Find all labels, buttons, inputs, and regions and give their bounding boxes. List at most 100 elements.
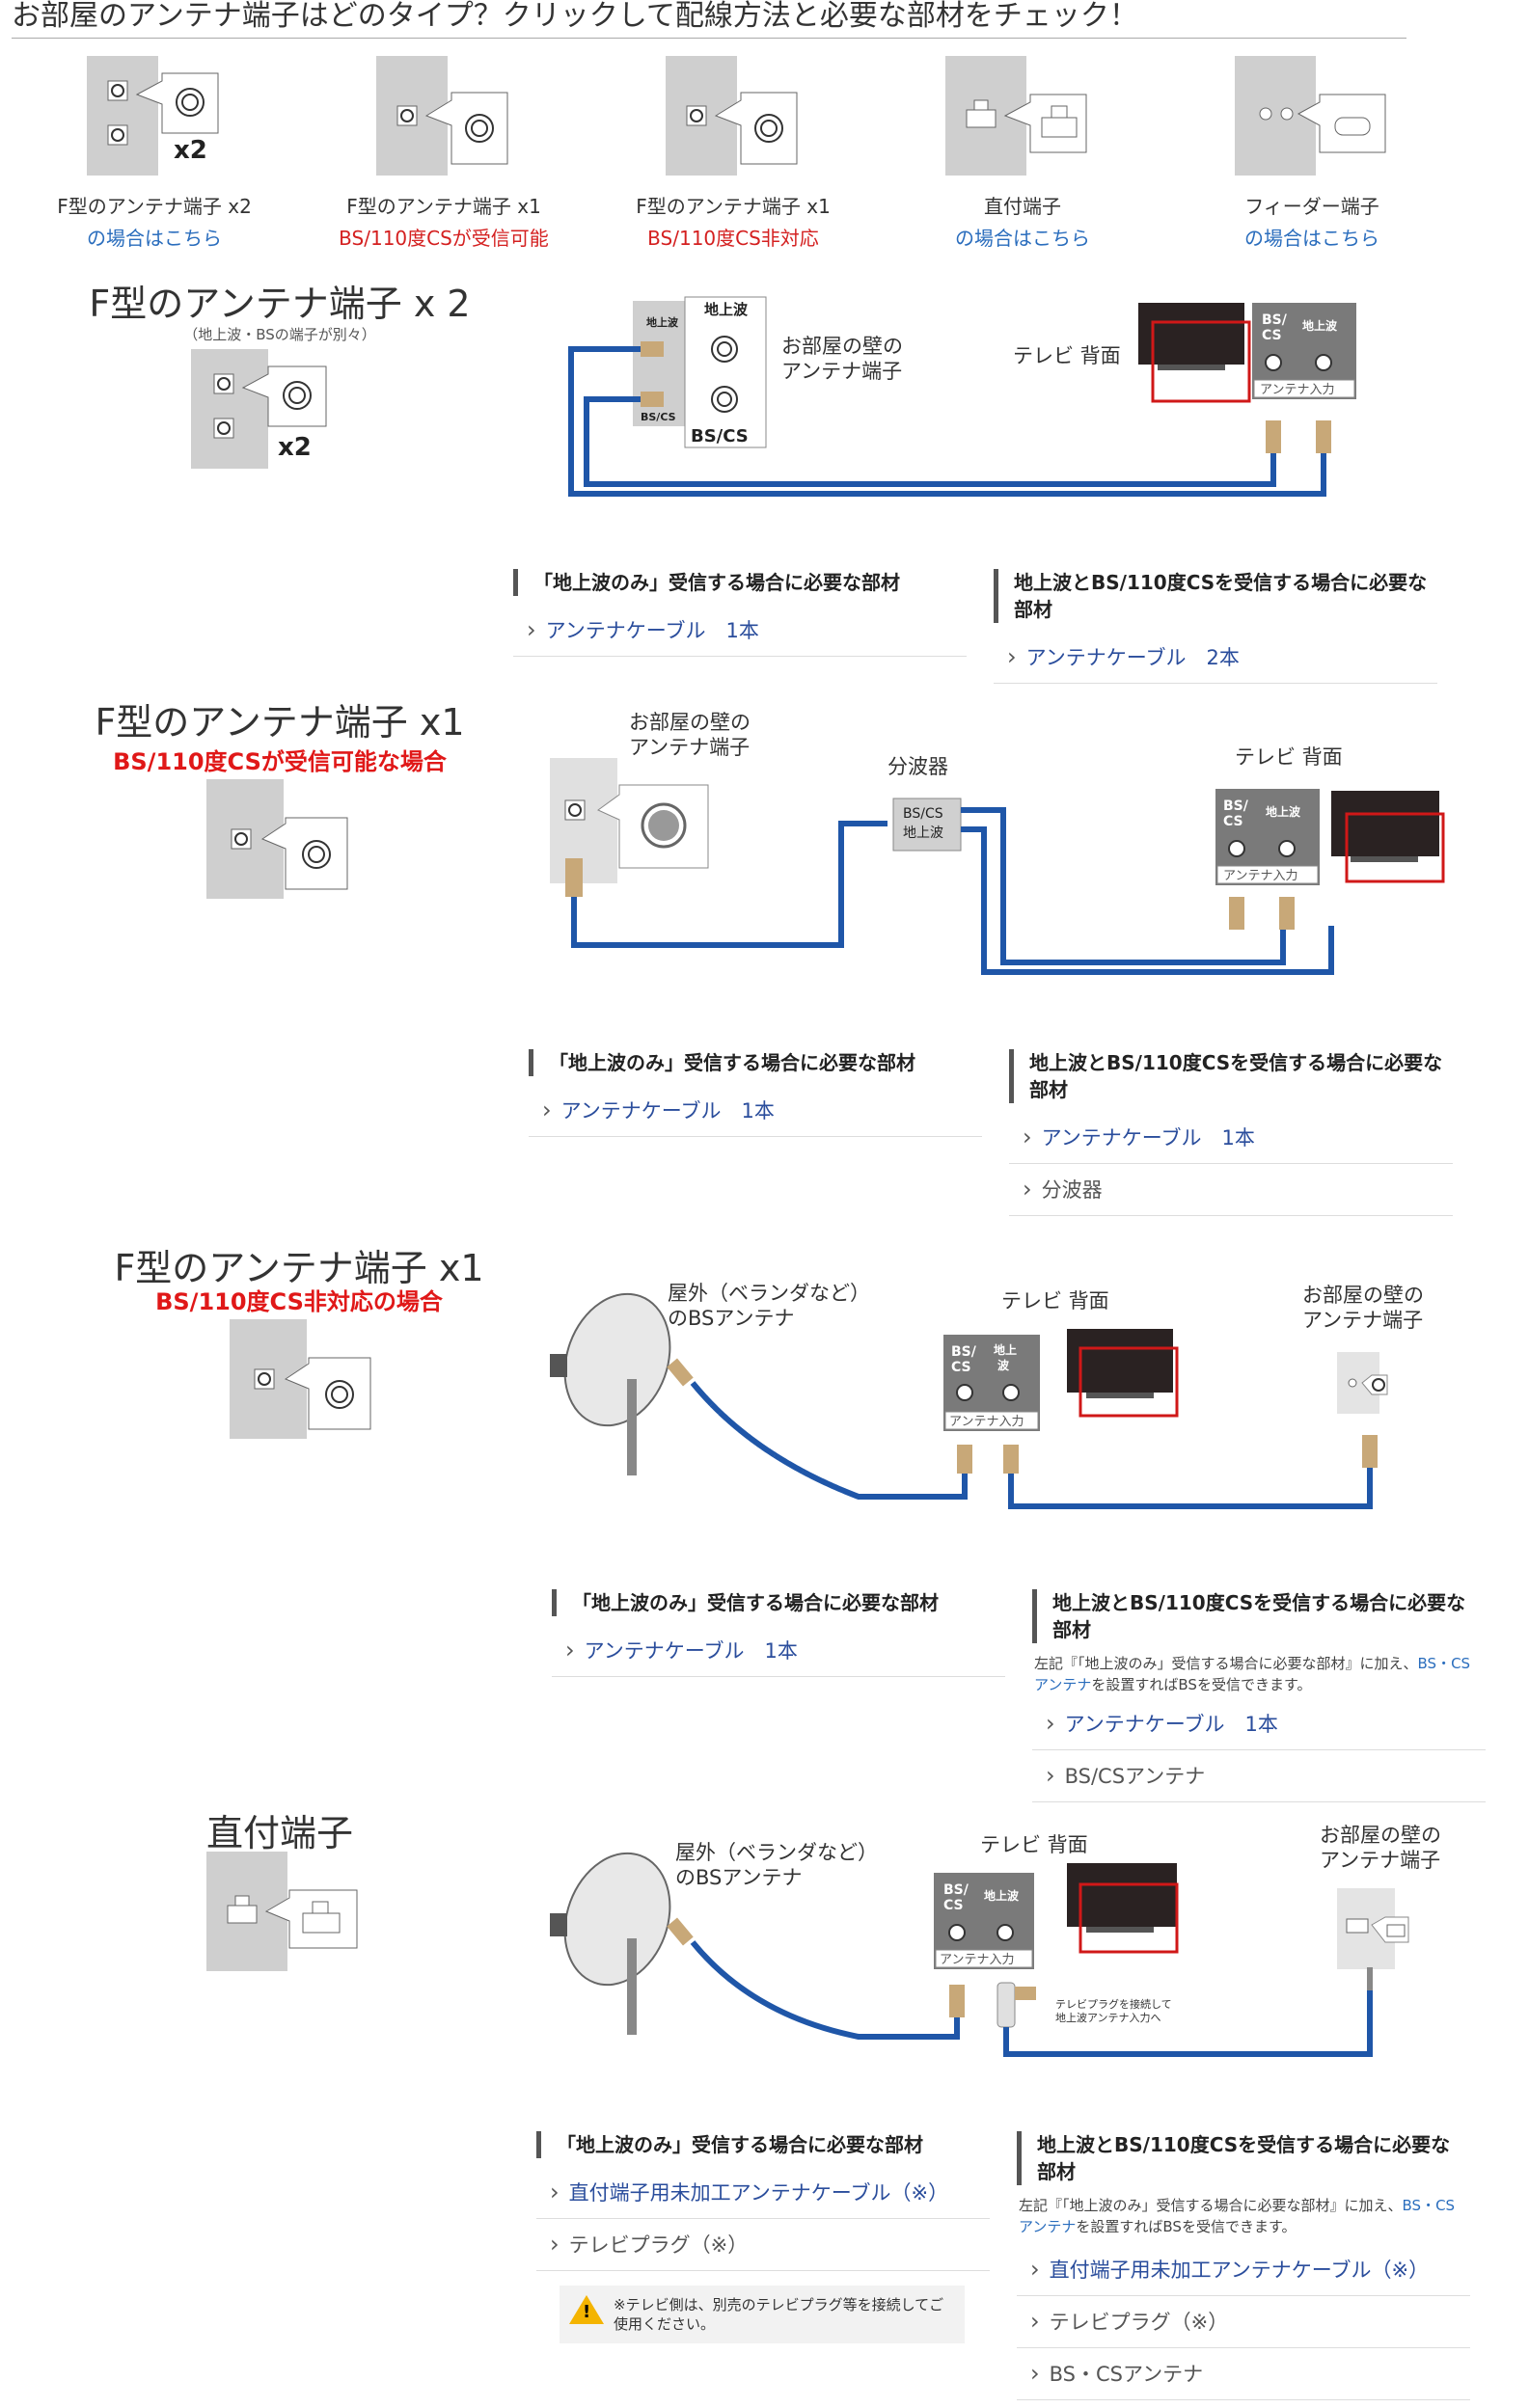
- part-link[interactable]: アンテナケーブル 1本: [552, 1628, 1005, 1677]
- part-link[interactable]: アンテナケーブル 1本: [529, 1088, 982, 1137]
- svg-text:分波器: 分波器: [887, 755, 948, 778]
- section4-right-note: 左記『「地上波のみ」受信する場合に必要な部材』に加え、BS・CSアンテナを設置す…: [1019, 2197, 1456, 2235]
- svg-text:アンテナ端子: アンテナ端子: [1302, 1309, 1423, 1332]
- svg-text:お部屋の壁の: お部屋の壁の: [1302, 1284, 1424, 1307]
- tile-label: フィーダー端子: [1244, 195, 1379, 218]
- svg-text:アンテナ入力: アンテナ入力: [949, 1415, 1024, 1429]
- part-link[interactable]: 直付端子用未加工アンテナケーブル（※）: [536, 2170, 990, 2219]
- warning-icon: !: [569, 2295, 604, 2324]
- svg-text:BS/: BS/: [943, 1882, 969, 1898]
- section3-title: F型のアンテナ端子 x1: [114, 1247, 484, 1289]
- section3-right-heading: 地上波とBS/110度CSを受信する場合に必要な部材: [1032, 1589, 1476, 1643]
- part-link[interactable]: アンテナケーブル 1本: [1032, 1701, 1486, 1750]
- part-link[interactable]: アンテナケーブル 1本: [513, 608, 967, 657]
- svg-text:アンテナ端子: アンテナ端子: [629, 736, 750, 759]
- svg-text:地上波: 地上波: [903, 825, 943, 841]
- section2-wiring-diagram: お部屋の壁の アンテナ端子 分波器 BS/CS 地上波 テレビ 背面 BS/ C…: [550, 711, 1445, 975]
- svg-text:お部屋の壁の: お部屋の壁の: [629, 711, 751, 734]
- section1-left-heading: 「地上波のみ」受信する場合に必要な部材: [513, 569, 967, 596]
- svg-text:アンテナ端子: アンテナ端子: [781, 360, 902, 383]
- svg-text:BS/: BS/: [951, 1344, 977, 1360]
- svg-text:x2: x2: [174, 136, 207, 165]
- svg-text:BS/CS: BS/CS: [641, 411, 676, 423]
- bs-cs-antenna-link[interactable]: BS・CSアンテナ: [1019, 2197, 1456, 2235]
- svg-text:アンテナ入力: アンテナ入力: [1260, 383, 1334, 397]
- section3-left-heading: 「地上波のみ」受信する場合に必要な部材: [552, 1589, 1005, 1616]
- section2-left-heading: 「地上波のみ」受信する場合に必要な部材: [529, 1049, 982, 1076]
- section1-right-heading: 地上波とBS/110度CSを受信する場合に必要な部材: [994, 569, 1437, 623]
- svg-text:屋外（ベランダなど）: 屋外（ベランダなど）: [675, 1841, 878, 1864]
- svg-text:CS: CS: [1262, 328, 1282, 343]
- svg-text:BS/: BS/: [1223, 798, 1249, 814]
- f-type-x1-icon: [376, 56, 508, 176]
- section4-title: 直付端子: [205, 1812, 353, 1854]
- svg-text:CS: CS: [943, 1898, 964, 1913]
- f-type-x1-icon: [230, 1319, 371, 1439]
- tile-feeder[interactable]: フィーダー端子 の場合はこちら: [1206, 56, 1418, 251]
- direct-terminal-icon: [945, 56, 1087, 176]
- svg-text:テレビ 背面: テレビ 背面: [1013, 344, 1121, 367]
- tile-f-type-x1-nobs[interactable]: F型のアンテナ端子 x1 BS/110度CS非対応: [627, 56, 839, 251]
- section3-subtitle: BS/110度CS非対応の場合: [155, 1288, 443, 1315]
- part-item: テレビプラグ（※）: [1017, 2299, 1470, 2348]
- svg-text:波: 波: [997, 1358, 1010, 1372]
- tile-label: F型のアンテナ端子 x1: [346, 195, 541, 218]
- tile-label: F型のアンテナ端子 x1: [636, 195, 831, 218]
- page-title: お部屋のアンテナ端子はどのタイプ？クリックして配線方法と必要な部材をチェック！: [12, 0, 1406, 39]
- tile-f-type-x2[interactable]: x2 F型のアンテナ端子 x2 の場合はこちら: [48, 56, 260, 251]
- svg-text:お部屋の壁の: お部屋の壁の: [781, 335, 903, 358]
- section4-right-heading: 地上波とBS/110度CSを受信する場合に必要な部材: [1017, 2131, 1461, 2185]
- direct-terminal-icon: [206, 1852, 358, 1971]
- bs-cs-antenna-link[interactable]: BS・CSアンテナ: [1034, 1655, 1471, 1693]
- svg-text:のBSアンテナ: のBSアンテナ: [668, 1307, 795, 1330]
- svg-text:地上: 地上: [994, 1342, 1017, 1357]
- svg-text:x2: x2: [278, 433, 312, 462]
- svg-text:お部屋の壁の: お部屋の壁の: [1320, 1824, 1441, 1847]
- part-item: テレビプラグ（※）: [536, 2222, 990, 2271]
- svg-text:アンテナ入力: アンテナ入力: [1223, 869, 1297, 883]
- svg-text:地上波アンテナ入力へ: 地上波アンテナ入力へ: [1055, 2012, 1161, 2024]
- svg-text:地上波: 地上波: [1302, 318, 1338, 333]
- svg-text:のBSアンテナ: のBSアンテナ: [675, 1866, 803, 1889]
- tile-f-type-x1-bs[interactable]: F型のアンテナ端子 x1 BS/110度CSが受信可能: [338, 56, 550, 251]
- part-link[interactable]: アンテナケーブル 1本: [1009, 1115, 1453, 1164]
- tile-direct[interactable]: 直付端子 の場合はこちら: [916, 56, 1129, 251]
- svg-text:テレビ 背面: テレビ 背面: [1235, 745, 1343, 769]
- svg-text:テレビ 背面: テレビ 背面: [980, 1833, 1088, 1856]
- part-item: 分波器: [1009, 1167, 1453, 1216]
- svg-text:屋外（ベランダなど）: 屋外（ベランダなど）: [668, 1282, 870, 1305]
- svg-text:地上波: 地上波: [1266, 804, 1301, 819]
- f-type-x2-icon: x2: [87, 56, 219, 176]
- svg-text:BS/CS: BS/CS: [903, 806, 943, 822]
- f-type-x1-icon: [666, 56, 798, 176]
- svg-text:CS: CS: [1223, 814, 1243, 829]
- f-type-x1-icon: [206, 779, 348, 899]
- tile-sub[interactable]: の場合はこちら: [1244, 227, 1379, 250]
- tile-label: 直付端子: [984, 195, 1061, 218]
- section3-right-note: 左記『「地上波のみ」受信する場合に必要な部材』に加え、BS・CSアンテナを設置す…: [1034, 1655, 1471, 1693]
- section1-note: （地上波・BSの端子が別々）: [183, 326, 376, 343]
- part-link[interactable]: 直付端子用未加工アンテナケーブル（※）: [1017, 2247, 1470, 2296]
- part-link[interactable]: アンテナケーブル 2本: [994, 635, 1437, 684]
- part-item: BS/CSアンテナ: [1032, 1753, 1486, 1802]
- part-item: BS・CSアンテナ: [1017, 2351, 1470, 2400]
- warning-note: ! ※テレビ側は、別売のテレビプラグ等を接続してご使用ください。: [560, 2286, 965, 2343]
- section2-subtitle: BS/110度CSが受信可能な場合: [113, 748, 447, 775]
- svg-text:BS/CS: BS/CS: [691, 426, 749, 446]
- section2-title: F型のアンテナ端子 x1: [95, 701, 465, 744]
- tile-sub[interactable]: の場合はこちら: [955, 227, 1090, 250]
- svg-text:BS/: BS/: [1262, 312, 1288, 328]
- tile-sub[interactable]: BS/110度CS非対応: [647, 227, 819, 250]
- svg-text:地上波: 地上波: [984, 1888, 1020, 1903]
- tile-sub[interactable]: の場合はこちら: [87, 227, 222, 250]
- svg-text:地上波: 地上波: [646, 315, 679, 329]
- section1-wiring-diagram: 地上波 地上波 BS/CS BS/CS お部屋の壁の アンテナ端子 テレビ 背面…: [568, 296, 1356, 497]
- tile-label: F型のアンテナ端子 x2: [57, 195, 252, 218]
- section4-wiring-diagram: 屋外（ベランダなど） のBSアンテナ テレビ 背面 BS/ CS 地上波 アンテ…: [550, 1824, 1441, 2057]
- feeder-terminal-icon: [1235, 56, 1386, 176]
- svg-text:地上波: 地上波: [704, 301, 749, 318]
- tile-sub[interactable]: BS/110度CSが受信可能: [339, 227, 549, 250]
- section1-title: F型のアンテナ端子 x 2: [89, 283, 471, 325]
- svg-text:アンテナ入力: アンテナ入力: [940, 1953, 1014, 1967]
- svg-text:テレビ 背面: テレビ 背面: [1001, 1289, 1109, 1312]
